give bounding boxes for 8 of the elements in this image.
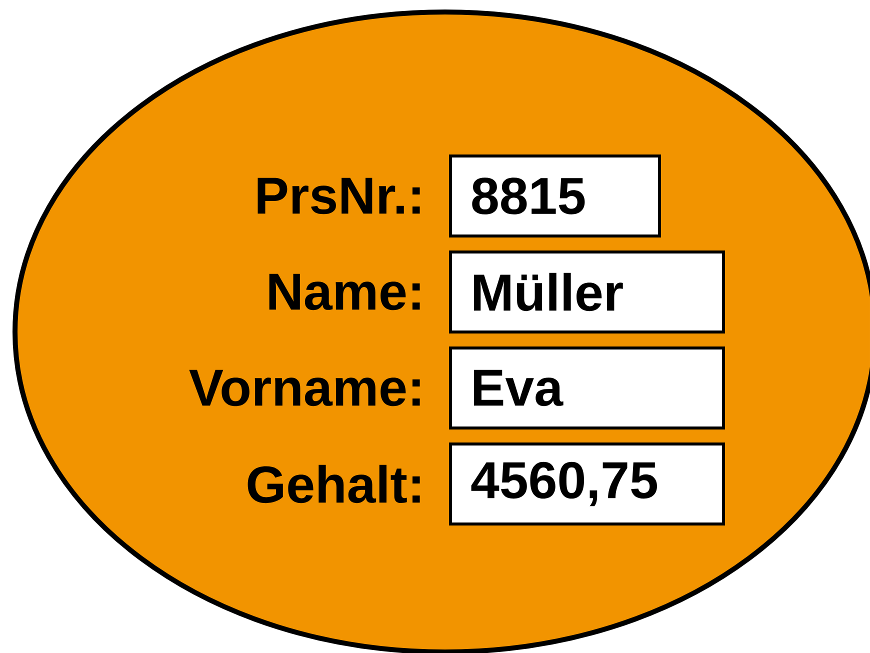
value-box: Müller [449, 250, 725, 334]
field-label: PrsNr.: [258, 178, 420, 214]
field-label: Gehalt: [248, 464, 420, 504]
value-box: Eva [449, 346, 725, 430]
field-label: Name: [269, 274, 420, 310]
value-box: 8815 [449, 154, 661, 238]
field-label: Vorname: [189, 370, 420, 406]
value-box: 4560,75 [449, 442, 725, 526]
